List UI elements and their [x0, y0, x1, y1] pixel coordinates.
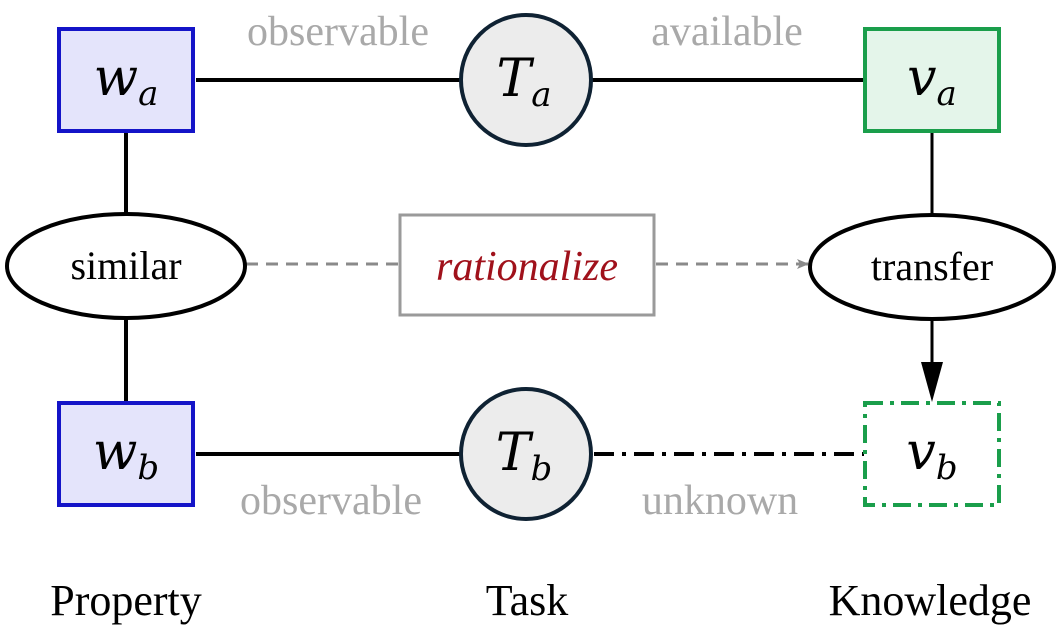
column-label-knowledge: Knowledge	[829, 576, 1032, 625]
svg-text:va: va	[907, 48, 957, 114]
node-t-b: Tb	[459, 387, 593, 521]
node-similar: similar	[5, 212, 247, 320]
edge-label-bottom-right: unknown	[642, 478, 798, 524]
node-v-b-base: v	[906, 422, 935, 482]
node-t-b-base: T	[496, 423, 534, 483]
node-t-a-base: T	[497, 49, 535, 109]
svg-text:Ta: Ta	[497, 49, 552, 115]
svg-text:wa: wa	[94, 48, 159, 114]
node-w-a-sub: a	[138, 74, 158, 114]
svg-text:wb: wb	[93, 422, 159, 488]
node-v-b-sub: b	[936, 448, 958, 488]
edge-label-bottom-left: observable	[240, 478, 422, 524]
node-transfer-label: transfer	[871, 244, 993, 289]
node-w-a-base: w	[94, 48, 139, 108]
node-w-b-base: w	[93, 422, 138, 482]
node-w-b: wb	[57, 401, 195, 507]
node-v-a: va	[863, 27, 1001, 133]
node-t-b-sub: b	[530, 449, 552, 489]
node-rationalize: rationalize	[398, 213, 656, 317]
column-label-task: Task	[486, 576, 568, 625]
column-label-property: Property	[50, 576, 202, 625]
node-transfer: transfer	[808, 213, 1056, 321]
arrowhead-transfer-vb	[921, 362, 943, 402]
svg-text:Tb: Tb	[496, 423, 552, 489]
node-w-b-sub: b	[137, 448, 159, 488]
node-t-a-sub: a	[531, 75, 551, 115]
node-v-a-base: v	[907, 48, 936, 108]
node-rationalize-label: rationalize	[436, 244, 618, 290]
node-v-a-sub: a	[937, 74, 957, 114]
node-w-a: wa	[57, 27, 195, 133]
node-similar-label: similar	[70, 243, 181, 288]
edge-label-top-left: observable	[247, 9, 429, 55]
svg-text:vb: vb	[906, 422, 957, 488]
edge-label-top-right: available	[651, 9, 803, 55]
node-t-a: Ta	[459, 13, 593, 147]
node-v-b: vb	[863, 401, 1001, 507]
